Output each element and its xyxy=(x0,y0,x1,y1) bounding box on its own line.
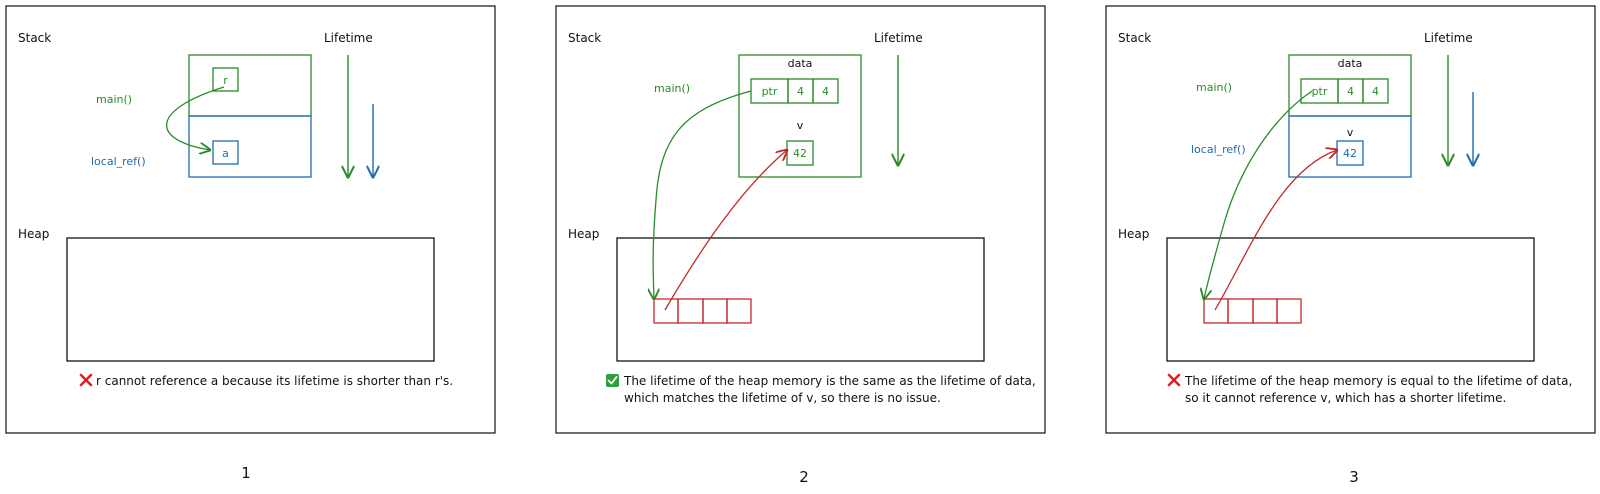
lifetime-label: Lifetime xyxy=(1424,31,1473,45)
data-field-cap: 4 xyxy=(822,85,829,98)
main-label: main() xyxy=(96,93,132,106)
local-ref-label: local_ref() xyxy=(1191,143,1246,156)
ptr-to-heap-arrow xyxy=(653,90,752,299)
heap-label: Heap xyxy=(568,227,599,241)
data-field-len: 4 xyxy=(1347,85,1354,98)
panel-frame xyxy=(555,5,1046,434)
caption-line-1: The lifetime of the heap memory is the s… xyxy=(623,374,1036,388)
stack-label: Stack xyxy=(568,31,601,45)
v-value: 42 xyxy=(793,147,807,160)
var-a-box xyxy=(212,140,239,165)
caption-line-2: which matches the lifetime of v, so ther… xyxy=(624,391,941,405)
data-label: data xyxy=(1338,57,1363,70)
check-icon xyxy=(606,374,619,387)
heap-area xyxy=(616,237,985,362)
stack-label: Stack xyxy=(18,31,51,45)
heap-area xyxy=(1166,237,1535,362)
v-label: v xyxy=(1347,126,1354,139)
data-field-cap: 4 xyxy=(1372,85,1379,98)
heap-cell xyxy=(1276,298,1302,324)
var-r-label: r xyxy=(223,74,228,87)
data-field-box xyxy=(812,78,839,104)
v-value: 42 xyxy=(1343,147,1357,160)
panel-number: 2 xyxy=(799,468,809,486)
heap-label: Heap xyxy=(18,227,49,241)
main-stack-frame xyxy=(738,54,862,178)
heap-label: Heap xyxy=(1118,227,1149,241)
var-r-box xyxy=(212,67,239,92)
caption-line-1: The lifetime of the heap memory is equal… xyxy=(1184,374,1572,388)
cross-icon xyxy=(1167,373,1181,387)
data-field-len: 4 xyxy=(797,85,804,98)
data-field-ptr: ptr xyxy=(1312,85,1328,98)
cross-icon xyxy=(79,373,93,387)
lifetime-label: Lifetime xyxy=(874,31,923,45)
main-label: main() xyxy=(654,82,690,95)
v-label: v xyxy=(797,119,804,132)
caption-line-2: so it cannot reference v, which has a sh… xyxy=(1185,391,1506,405)
panel-2: Stack Lifetime data main() ptr 4 4 v 42 … xyxy=(555,5,1046,486)
ptr-to-heap-arrow xyxy=(1204,90,1313,299)
data-field-box xyxy=(1362,78,1389,104)
panel-frame xyxy=(1105,5,1596,434)
lifetime-label: Lifetime xyxy=(324,31,373,45)
heap-area xyxy=(66,237,435,362)
local-ref-stack-frame xyxy=(1288,115,1412,178)
panel-frame xyxy=(5,5,496,434)
reference-arrow-r-to-a xyxy=(165,86,225,150)
var-a-label: a xyxy=(222,147,229,160)
heap-to-v-arrow xyxy=(1214,150,1337,311)
panel-1: Stack Lifetime main() local_ref() r a He… xyxy=(5,5,496,482)
data-label: data xyxy=(788,57,813,70)
local-ref-stack-frame xyxy=(188,115,312,178)
heap-to-v-arrow xyxy=(664,150,787,311)
data-field-ptr: ptr xyxy=(762,85,778,98)
heap-cell xyxy=(726,298,752,324)
local-ref-label: local_ref() xyxy=(91,155,146,168)
panel-number: 1 xyxy=(241,464,251,482)
caption-line-1: r cannot reference a because its lifetim… xyxy=(96,374,453,388)
main-label: main() xyxy=(1196,81,1232,94)
stack-label: Stack xyxy=(1118,31,1151,45)
panel-3: Stack Lifetime data main() local_ref() p… xyxy=(1105,5,1596,486)
panel-number: 3 xyxy=(1349,468,1359,486)
